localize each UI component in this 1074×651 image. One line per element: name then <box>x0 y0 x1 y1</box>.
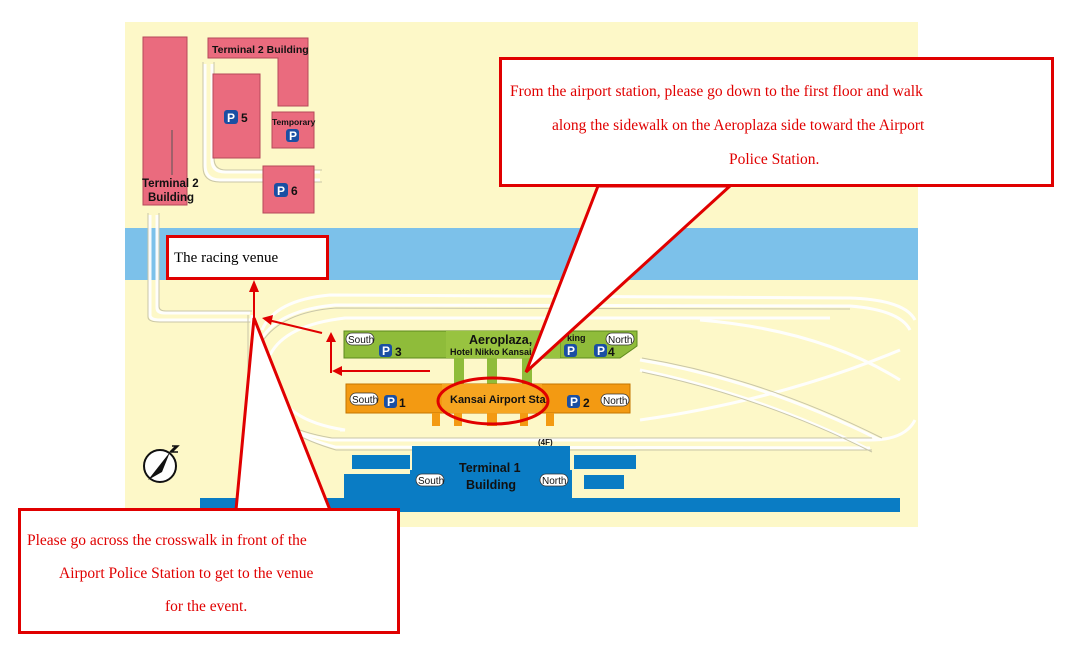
parking-p-icon <box>594 344 607 357</box>
parking-p-partial: P <box>564 344 577 358</box>
arrowhead-left <box>332 366 342 376</box>
terminal2-side-label-line2: Building <box>148 192 194 204</box>
station-leg-3 <box>487 413 497 426</box>
svg-text:4: 4 <box>608 345 615 359</box>
svg-text:North: North <box>603 396 627 407</box>
terminal1-label-line1: Terminal 1 <box>459 461 521 475</box>
terminal1-wing-left-upper <box>352 455 410 469</box>
station-directions-line3: Police Station. <box>729 151 820 168</box>
parking-p-icon <box>379 344 392 357</box>
svg-text:South: South <box>348 335 374 346</box>
parking-p2: P 2 <box>567 395 590 410</box>
aeroplaza-label-line1: Aeroplaza, <box>469 333 532 347</box>
terminal2-building-top-block <box>207 37 309 107</box>
route-annotations <box>253 290 430 373</box>
svg-text:P: P <box>227 111 235 125</box>
crosswalk-directions-line3: for the event. <box>165 598 248 615</box>
svg-text:P: P <box>382 344 390 358</box>
parking-p-icon <box>567 395 580 408</box>
svg-text:P: P <box>597 344 605 358</box>
parking-partial-label: king <box>567 333 586 343</box>
crosswalk-directions-callout: Please go across the crosswalk in front … <box>18 508 400 634</box>
station-building <box>442 384 542 413</box>
terminal1-gap-right <box>572 470 638 474</box>
terminal1-wing-right-lower <box>584 475 624 489</box>
racing-venue-text: The racing venue <box>174 250 279 266</box>
svg-text:P: P <box>570 395 578 409</box>
svg-text:3: 3 <box>395 345 402 359</box>
parking-p6-block <box>262 165 315 214</box>
parking-p-icon <box>274 183 288 197</box>
station-directions-line2: along the sidewalk on the Aeroplaza side… <box>552 117 925 134</box>
parking-temporary: P <box>286 129 299 143</box>
station-leg-1 <box>432 413 440 426</box>
crosswalk-directions-line1: Please go across the crosswalk in front … <box>27 532 307 549</box>
arrowhead-up-1 <box>326 332 336 342</box>
south-badge-terminal1: South <box>415 473 445 487</box>
terminal2-top-label: Terminal 2 Building <box>212 44 309 56</box>
arrowhead-up-2 <box>249 280 259 292</box>
terminal2-building-block <box>142 36 188 206</box>
station-directions-callout: From the airport station, please go down… <box>499 57 1054 187</box>
svg-text:North: North <box>542 476 566 487</box>
terminal1-label-line2: Building <box>466 478 516 492</box>
aeroplaza-connector-1 <box>454 358 464 384</box>
svg-text:P: P <box>277 184 285 198</box>
floor-4f-label: (4F) <box>538 438 553 447</box>
south-badge-p3: South <box>345 332 375 346</box>
svg-text:P: P <box>387 395 395 409</box>
terminal1-wing-left-lower <box>366 475 398 489</box>
arrow-path-3 <box>267 319 323 334</box>
svg-text:2: 2 <box>583 396 590 410</box>
parking-p5: P 5 <box>224 110 248 125</box>
north-badge-terminal1: North <box>539 473 569 487</box>
parking-p4: P 4 <box>594 344 615 359</box>
arrowheads <box>249 280 342 376</box>
parking-p-icon <box>384 395 397 408</box>
parking-p-icon <box>224 110 238 124</box>
parking-p-icon <box>564 344 577 357</box>
terminal1-gap-left <box>344 470 410 474</box>
svg-text:North: North <box>608 335 632 346</box>
arrowhead-left-2 <box>262 315 273 325</box>
svg-text:5: 5 <box>241 111 248 125</box>
terminal2-side-label-line1: Terminal 2 <box>142 178 199 190</box>
svg-text:P: P <box>567 344 575 358</box>
kansai-airport-station-label: Kansai Airport Sta. <box>450 394 549 406</box>
station-directions-line1: From the airport station, please go down… <box>510 83 923 100</box>
south-badge-p1: South <box>349 392 379 406</box>
compass-north-icon <box>143 445 180 483</box>
racing-venue-label: The racing venue <box>166 235 329 280</box>
temporary-label: Temporary <box>272 117 316 127</box>
station-highlight-ellipse <box>436 376 550 426</box>
terminal1-wing-right-upper <box>574 455 636 469</box>
station-leg-5 <box>546 413 554 426</box>
north-badge-p4: North <box>605 332 635 346</box>
svg-text:6: 6 <box>291 184 298 198</box>
svg-text:P: P <box>289 129 297 143</box>
parking-p3: P 3 <box>379 344 402 359</box>
aeroplaza-connector-2 <box>487 358 497 384</box>
svg-text:South: South <box>352 395 378 406</box>
north-badge-p2: North <box>600 393 630 407</box>
aeroplaza-label-line2: Hotel Nikko Kansai Ai <box>450 347 543 357</box>
crosswalk-directions-line2: Airport Police Station to get to the ven… <box>59 565 314 582</box>
parking-p1: P 1 <box>384 395 406 410</box>
svg-text:South: South <box>418 476 444 487</box>
svg-text:1: 1 <box>399 396 406 410</box>
parking-p-icon <box>286 129 299 142</box>
parking-p6: P 6 <box>274 183 298 198</box>
